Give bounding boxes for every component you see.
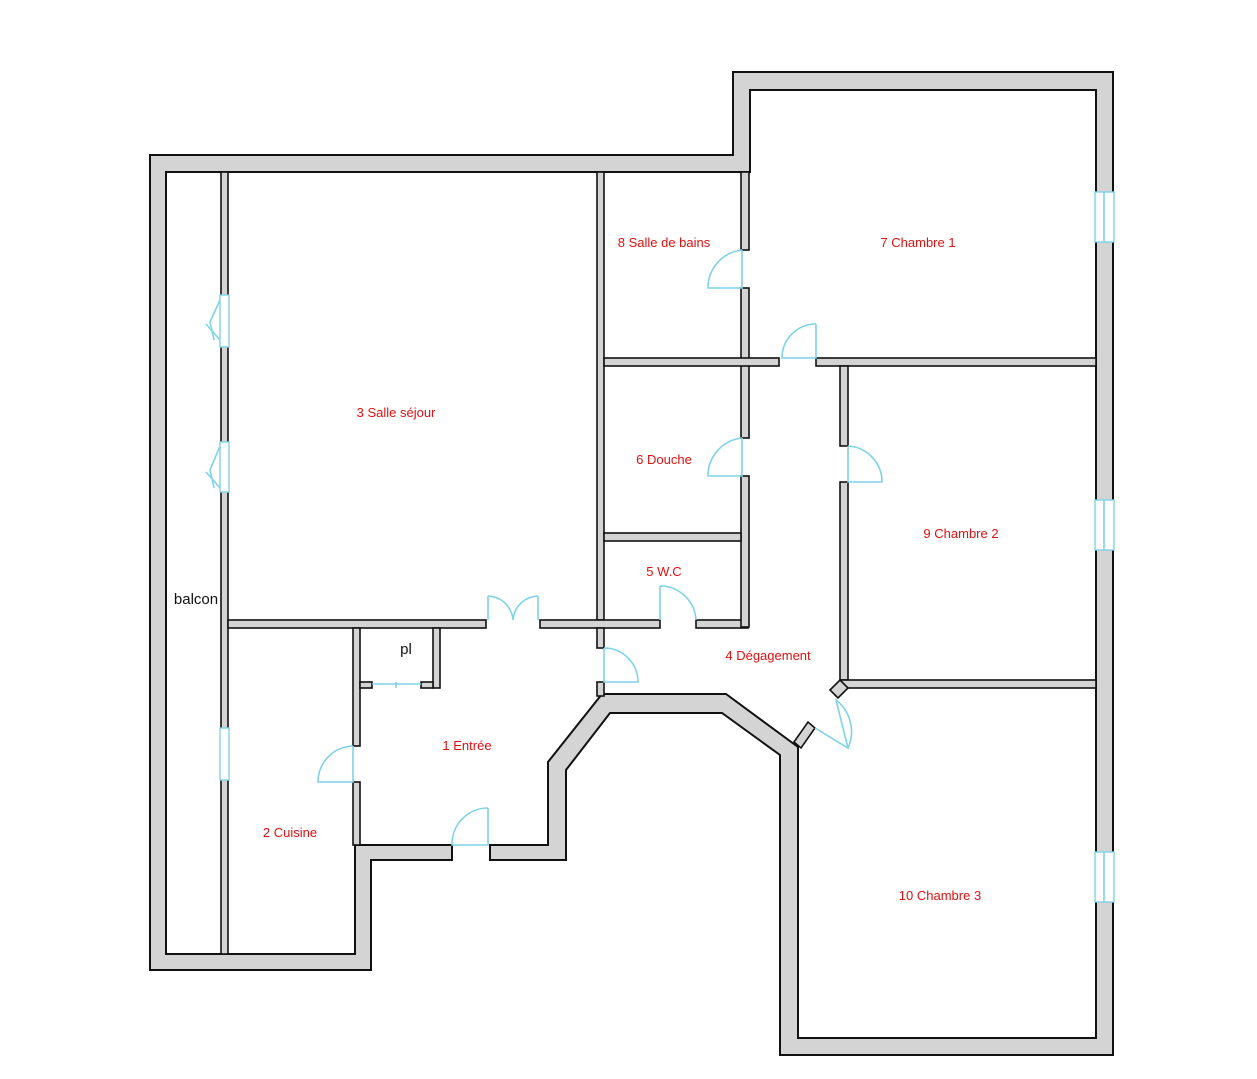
douche-bottom-wall — [603, 532, 742, 542]
room-label-wc: 5 W.C — [646, 564, 681, 579]
chambre2-bottom-wall — [839, 679, 1097, 689]
outer-wall — [149, 71, 1114, 1056]
door-chambre1 — [781, 323, 817, 359]
window-sejour-1 — [219, 294, 230, 348]
door-sdb — [707, 249, 743, 289]
placard-bottom-left — [359, 681, 373, 689]
room-label-chambre1: 7 Chambre 1 — [880, 235, 955, 250]
cuisine-right-wall-top — [352, 627, 361, 747]
balcon-wall — [220, 171, 229, 955]
door-wc — [659, 585, 697, 621]
door-douche — [707, 437, 743, 477]
chambre3-diagonal-wall-2 — [792, 720, 817, 750]
central-wall-3 — [740, 475, 750, 628]
window-sejour-2 — [219, 441, 230, 493]
placard-bottom-right — [420, 681, 434, 689]
sejour-right-wall — [596, 171, 605, 621]
label-balcon: balcon — [174, 591, 218, 608]
label-placard: pl — [400, 641, 412, 658]
cuisine-right-wall-bottom — [352, 781, 361, 846]
room-label-entree: 1 Entrée — [442, 738, 491, 753]
entree-stub-wall-bottom — [596, 681, 605, 697]
door-cuisine — [317, 745, 354, 783]
sejour-bottom-wall-left — [227, 619, 487, 629]
door-chambre3 — [814, 697, 853, 750]
sdb-bottom-wall — [603, 357, 780, 367]
chambre3-diagonal-wall — [828, 678, 850, 700]
sejour-bottom-wall-right — [539, 619, 661, 629]
room-label-chambre3: 10 Chambre 3 — [899, 888, 981, 903]
room-label-sdb: 8 Salle de bains — [618, 235, 711, 250]
room-label-sejour: 3 Salle séjour — [357, 405, 436, 420]
window-sejour-1-shutter — [205, 299, 221, 341]
chambre2-left-wall-bottom — [839, 481, 849, 681]
central-wall-1 — [740, 171, 750, 251]
chambre2-left-wall-top — [839, 365, 849, 447]
room-label-douche: 6 Douche — [636, 452, 692, 467]
window-sejour-2-shutter — [205, 445, 221, 489]
room-label-cuisine: 2 Cuisine — [263, 825, 317, 840]
entree-stub-wall-top — [596, 627, 605, 649]
chambre1-bottom-wall — [815, 357, 1097, 367]
door-chambre2 — [847, 445, 883, 483]
window-cuisine — [219, 727, 230, 781]
door-sejour-double — [487, 595, 539, 621]
door-entree — [451, 807, 489, 846]
room-label-chambre2: 9 Chambre 2 — [923, 526, 998, 541]
room-label-degagement: 4 Dégagement — [725, 648, 811, 663]
placard-wall-right — [432, 627, 441, 689]
door-placard — [372, 682, 421, 688]
door-degagement — [603, 647, 639, 683]
